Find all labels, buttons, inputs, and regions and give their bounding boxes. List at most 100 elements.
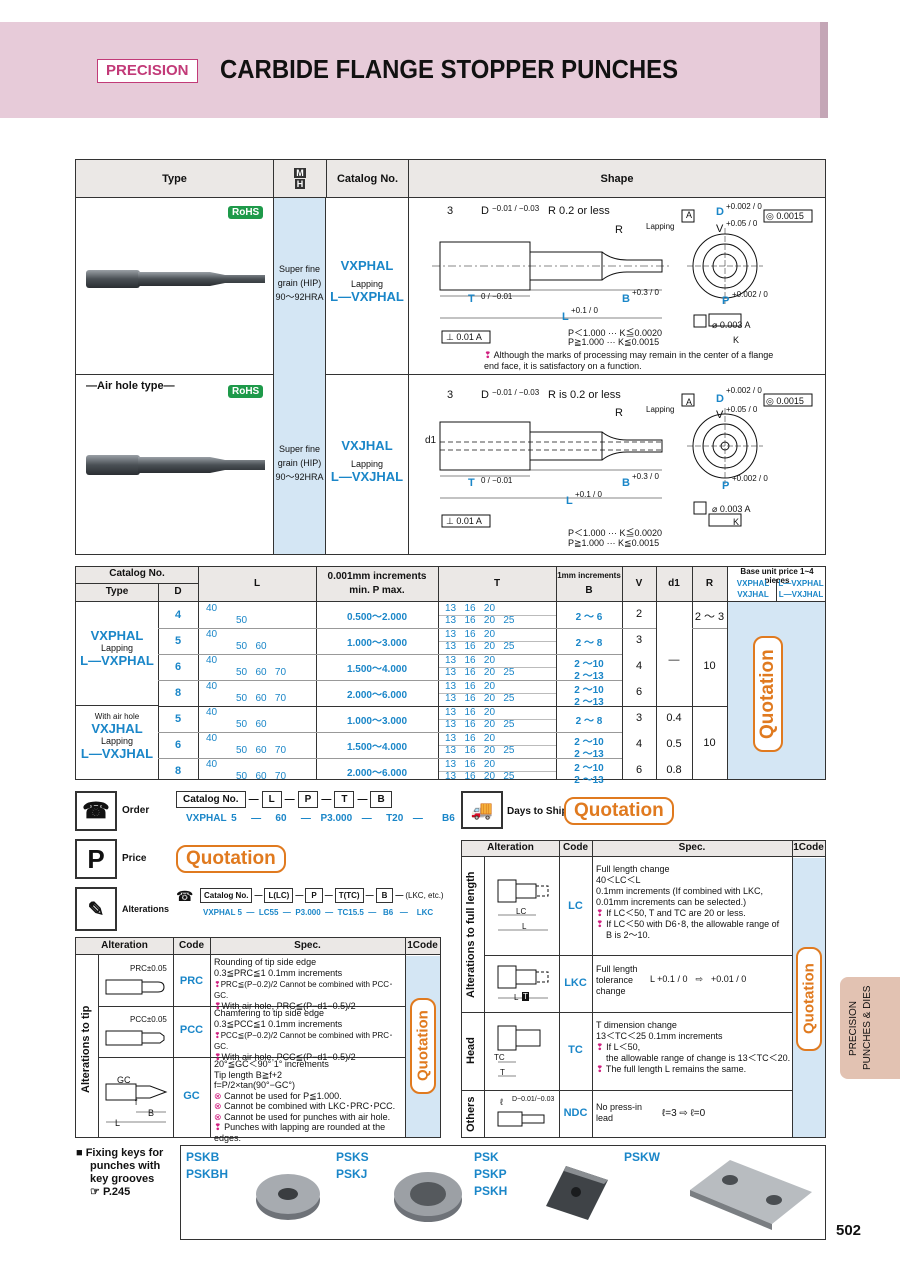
spec-P: 0.500～2.000 [346, 612, 408, 623]
ndc-spec: No press-in lead [596, 1102, 643, 1123]
left-alt-table [75, 937, 441, 1138]
keys-title: ■ Fixing keys for punches with key groov… [76, 1147, 164, 1198]
order-label: Order [122, 805, 150, 816]
col-catalog-header: Catalog No. [326, 160, 408, 197]
col-mh-header: M H [273, 160, 326, 197]
header-band-shadow [820, 22, 828, 118]
ref-icon: ☞ [90, 1186, 100, 1198]
spec-B: 2 ～ 8 [575, 638, 603, 649]
material-2: Super fine grain (HIP) 90～92HRA [275, 444, 324, 482]
phone-icon: ☎ [75, 791, 117, 831]
spec-B1: 2 ～10 [574, 763, 604, 774]
spec-V: 3 [635, 712, 643, 724]
spec-B2: 2 ～13 [574, 671, 604, 682]
spec-V: 4 [635, 660, 643, 672]
spec-d1: 0.8 [666, 764, 682, 776]
side-tab [840, 977, 900, 1079]
key-image-psk [546, 1166, 608, 1220]
spec-D: 6 [174, 661, 182, 673]
group2-label: With air hole VXJHAL Lapping L—VXJHAL [80, 712, 154, 761]
spec-T1: 13 16 20 [445, 707, 496, 718]
shape-drawing-1 [432, 209, 813, 344]
punch-image-1 [86, 270, 265, 288]
pcc-spec: Chamfering to tip side edge 0.3≦PCC≦1 0.… [214, 1008, 394, 1062]
ndc-figure [497, 1111, 545, 1127]
spec-L2: 50 60 70 [236, 745, 287, 756]
keys-page-link[interactable]: P.245 [102, 1186, 131, 1198]
truck-icon: 🚚 [461, 791, 503, 829]
phone-small-icon: ☎ [176, 888, 194, 904]
spec-B2: 2 ～13 [574, 749, 604, 760]
lkc-spec: Full length tolerance change [596, 964, 638, 996]
price-icon: P [75, 839, 117, 879]
spec-V: 6 [635, 764, 643, 776]
spec-d1: 0.4 [666, 712, 682, 724]
right-alt-table [461, 840, 826, 1138]
material-col [273, 198, 326, 554]
spec-V: 2 [635, 608, 643, 620]
prc-spec: Rounding of tip side edge 0.3≦PRC≦1 0.1m… [214, 957, 394, 1011]
spec-L1: 40 [206, 759, 218, 770]
rohs-badge-2: RoHS [228, 385, 264, 398]
spec-L2: 50 60 [236, 719, 267, 730]
spec-T2: 13 16 20 25 [445, 641, 515, 652]
spec-L2: 50 60 70 [236, 771, 287, 782]
spec-D: 8 [174, 687, 182, 699]
spec-T2: 13 16 20 25 [445, 667, 515, 678]
punch-image-2 [86, 455, 265, 475]
spec-R: 10 [703, 737, 716, 749]
spec-V: 4 [635, 738, 643, 750]
spec-P: 2.000～6.000 [346, 768, 408, 779]
spec-T1: 13 16 20 [445, 733, 496, 744]
spec-L2: 50 [236, 615, 248, 626]
spec-P: 1.500～4.000 [346, 742, 408, 753]
air-hole-label: —Air hole type— [86, 380, 175, 392]
spec-L2: 50 60 70 [236, 693, 287, 704]
spec-B2: 2 ～13 [574, 775, 604, 786]
spec-T1: 13 16 20 [445, 655, 496, 666]
top-table [75, 159, 826, 555]
right-alt-quotation: Quotation [796, 947, 822, 1051]
catalog-2: VXJHAL Lapping L—VXJHAL [330, 438, 404, 484]
spec-L1: 40 [206, 681, 218, 692]
spec-L1: 40 [206, 603, 218, 614]
lc-figure [497, 879, 549, 931]
key-image-psks [394, 1172, 462, 1222]
price-label: Price [122, 853, 147, 864]
spec-T1: 13 16 20 [445, 629, 496, 640]
spec-L2: 50 60 [236, 641, 267, 652]
spec-B2: 2 ～13 [574, 697, 604, 708]
spec-d1: — [668, 654, 680, 666]
left-alt-quotation: Quotation [410, 998, 436, 1094]
spec-T2: 13 16 20 25 [445, 745, 515, 756]
precision-tag: PRECISION [97, 59, 198, 83]
order-boxes: Catalog No.— L— P— T— B [176, 791, 392, 808]
side-tab-text: PRECISION PUNCHES & DIES [848, 985, 873, 1071]
keys-box [180, 1145, 826, 1240]
price-quotation: Quotation [176, 845, 286, 873]
spec-B1: 2 ～10 [574, 685, 604, 696]
alterations-label: Alterations [122, 904, 170, 914]
spec-T1: 13 16 20 [445, 603, 496, 614]
gc-spec: 20°≦GC＜90° 1° increments Tip length B≧f+… [214, 1059, 396, 1143]
processing-note: ❢ Although the marks of processing may r… [484, 350, 774, 371]
spec-T1: 13 16 20 [445, 681, 496, 692]
prc-figure [105, 979, 165, 995]
tc-figure [497, 1025, 541, 1077]
material-1: Super fine grain (HIP) 90～92HRA [275, 264, 324, 302]
left-alt-side: Alterations to tip [80, 1005, 92, 1093]
pcc-figure [105, 1030, 165, 1046]
spec-P: 1.500～4.000 [346, 664, 408, 675]
alterations-icon: ✎ [75, 887, 117, 931]
key-image-pskw [690, 1160, 812, 1230]
col-type-header: Type [76, 160, 273, 197]
mh-h: H [294, 179, 306, 189]
catalog-1: VXPHAL Lapping L—VXPHAL [330, 258, 404, 304]
ship-quotation: Quotation [564, 797, 674, 825]
spec-D: 4 [174, 609, 182, 621]
spec-D: 8 [174, 765, 182, 777]
group1-label: VXPHAL Lapping L—VXPHAL [80, 628, 154, 668]
spec-B: 2 ～ 6 [575, 612, 603, 623]
lkc-tolerance: L +0.1 / 0 ⇨ +0.01 / 0 [650, 974, 747, 984]
spec-D: 5 [174, 635, 182, 647]
